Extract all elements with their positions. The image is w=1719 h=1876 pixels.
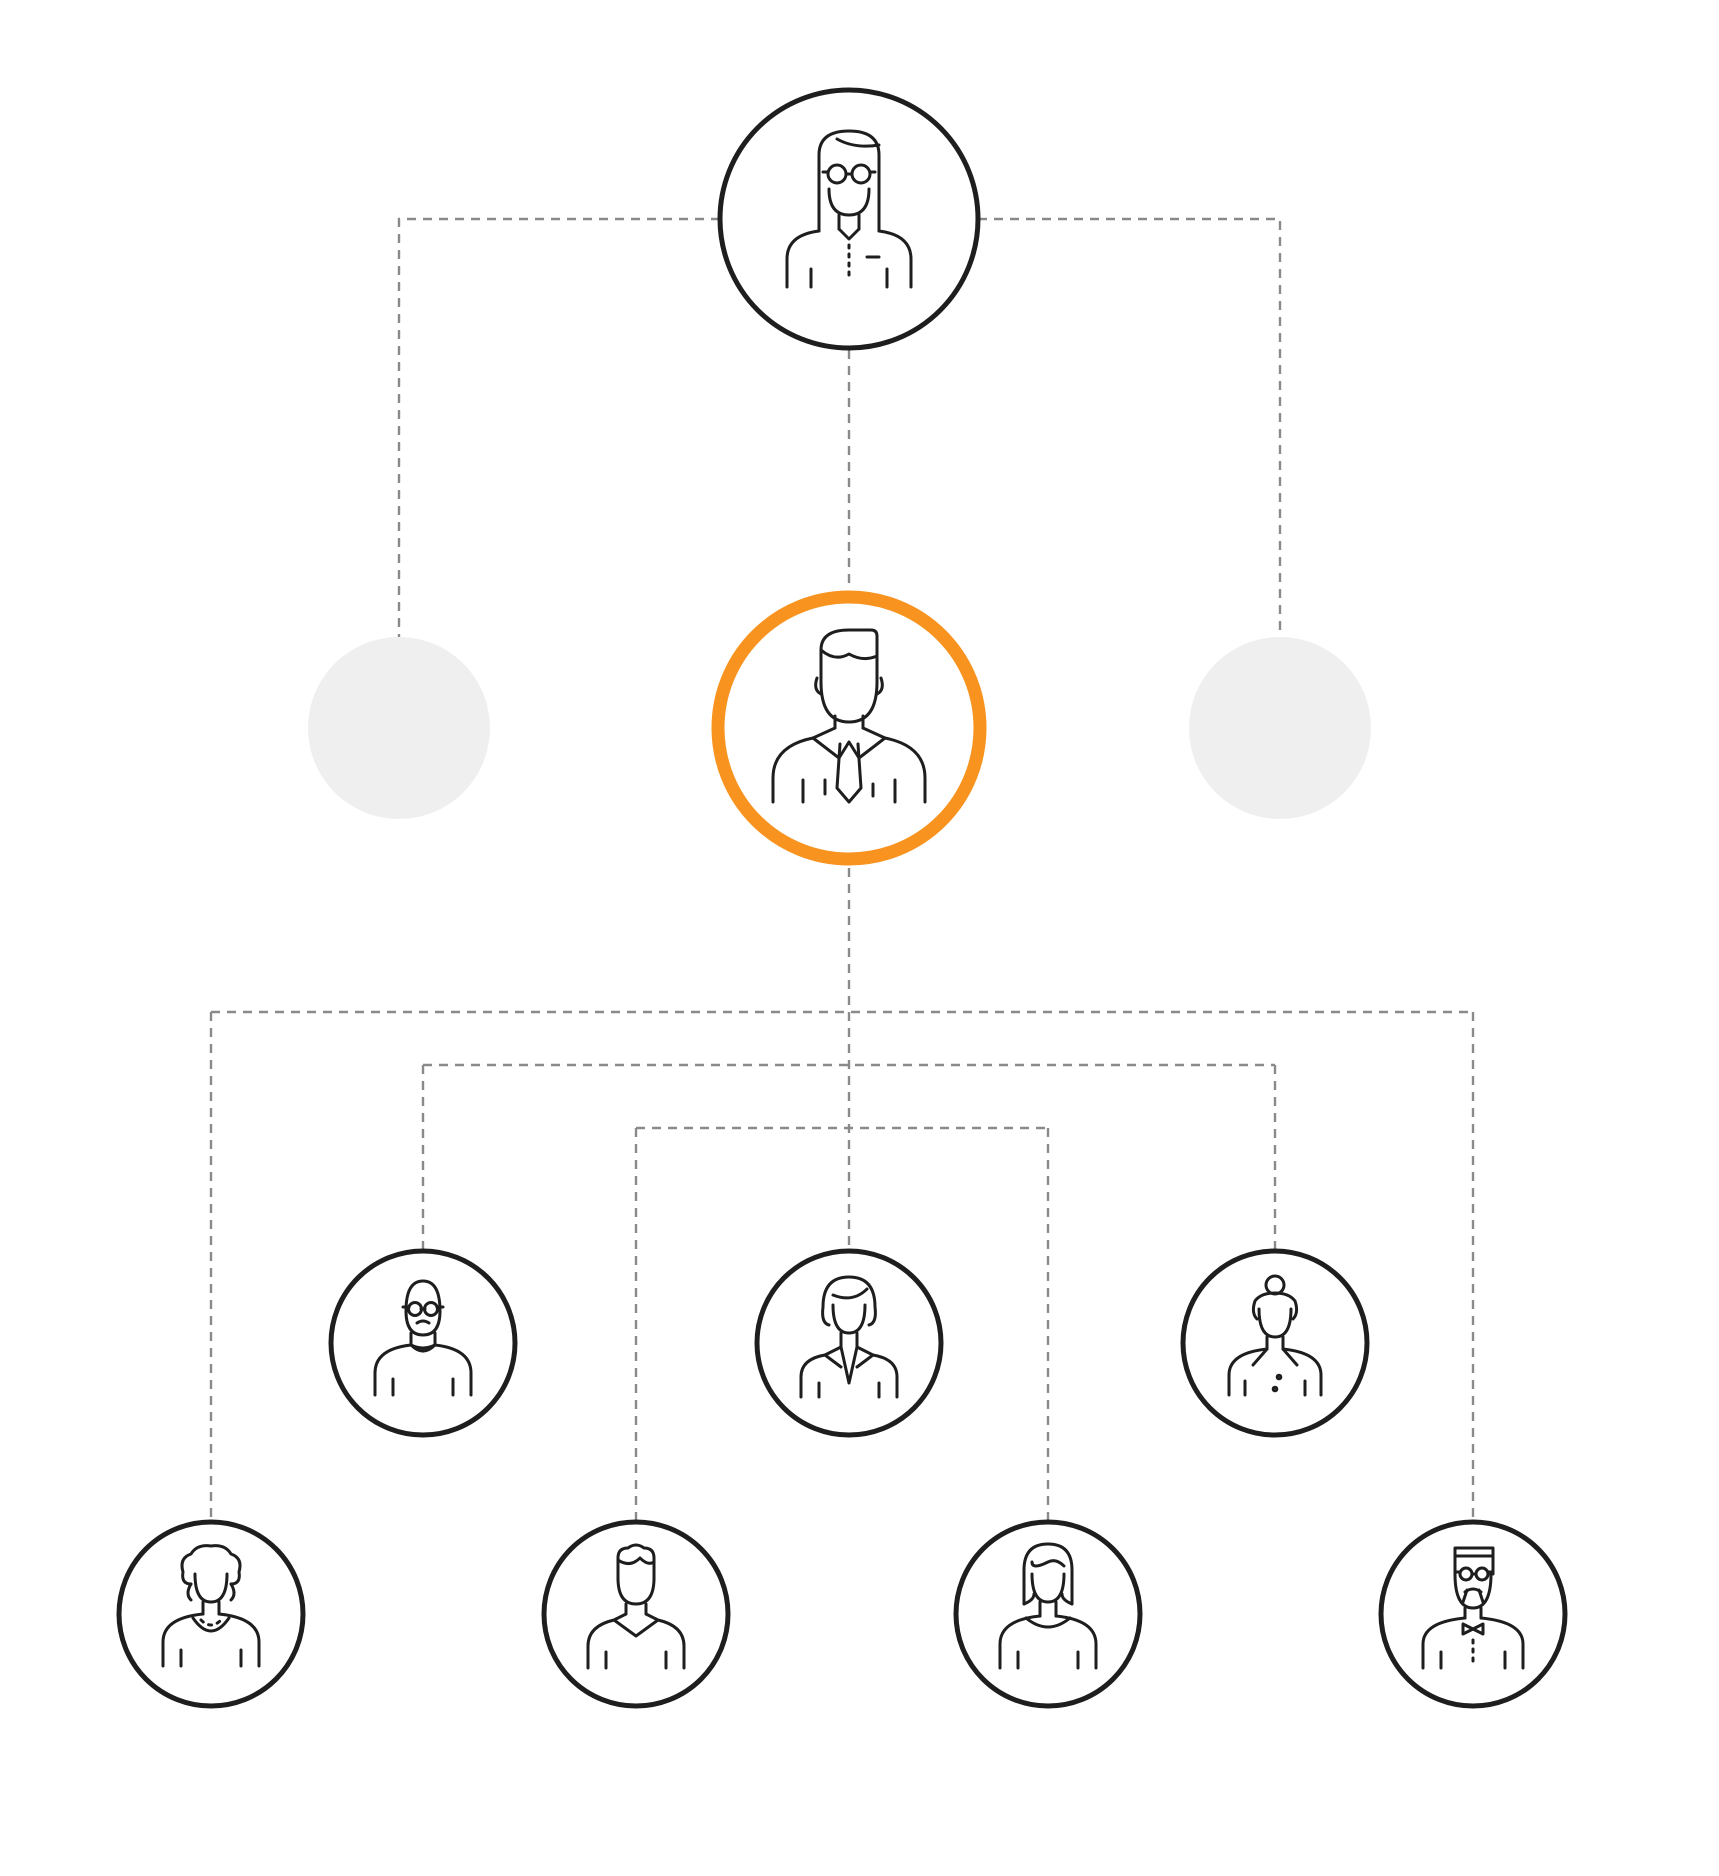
woman-bun-icon — [1227, 1274, 1323, 1397]
node-report-woman-curly[interactable] — [116, 1519, 306, 1709]
node-ring — [953, 1519, 1143, 1709]
woman-glasses-icon — [785, 129, 913, 289]
woman-curly-necklace-icon — [161, 1544, 261, 1668]
node-report-bald-glasses[interactable] — [328, 1248, 518, 1438]
node-ring — [717, 87, 981, 351]
woman-bob-icon — [799, 1275, 899, 1399]
node-ring — [754, 1248, 944, 1438]
node-report-man-bowtie[interactable] — [1378, 1519, 1568, 1709]
node-report-woman-long[interactable] — [953, 1519, 1143, 1709]
node-ring — [328, 1248, 518, 1438]
node-placeholder-right[interactable] — [1189, 637, 1371, 819]
node-ring — [1378, 1519, 1568, 1709]
man-bald-glasses-icon — [373, 1279, 473, 1397]
edge-top-to-right-placeholder — [978, 217, 1282, 637]
man-tie-icon — [771, 628, 927, 804]
woman-long-hair-icon — [998, 1542, 1098, 1670]
node-ring — [116, 1519, 306, 1709]
man-sweater-icon — [586, 1543, 686, 1670]
node-top-manager[interactable] — [717, 87, 981, 351]
node-selected-manager[interactable] — [711, 590, 987, 866]
node-report-man-sweater[interactable] — [541, 1519, 731, 1709]
placeholder-circle — [308, 637, 490, 819]
node-report-woman-bun[interactable] — [1180, 1248, 1370, 1438]
man-bowtie-glasses-icon — [1421, 1546, 1525, 1670]
placeholder-circle — [1189, 637, 1371, 819]
node-placeholder-left[interactable] — [308, 637, 490, 819]
node-ring — [1180, 1248, 1370, 1438]
node-ring — [541, 1519, 731, 1709]
edge-top-to-left-placeholder — [397, 217, 720, 637]
connectors — [209, 217, 1475, 1524]
node-ring-highlight — [711, 590, 987, 866]
node-report-woman-bob[interactable] — [754, 1248, 944, 1438]
